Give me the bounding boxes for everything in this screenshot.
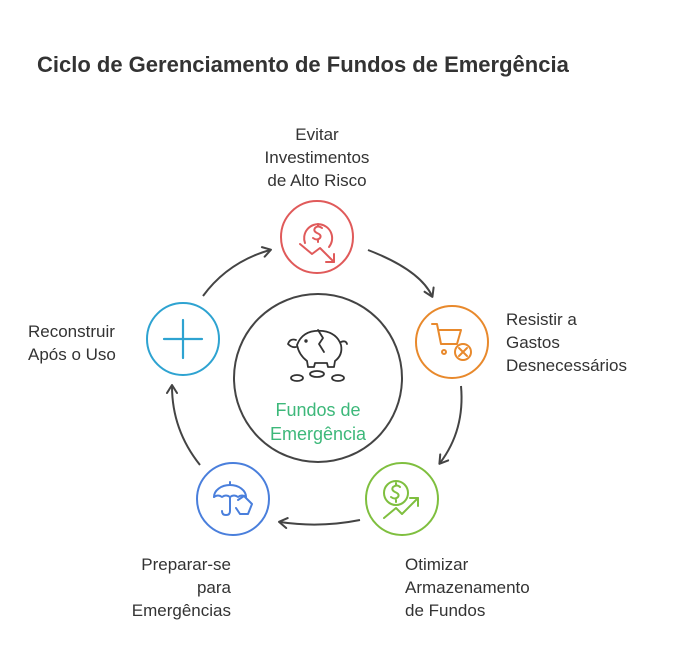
center-label-line-2: Emergência (270, 424, 367, 444)
cart-cancel-icon (431, 323, 472, 361)
label-prepare: Preparar-se para Emergências (100, 553, 231, 622)
node-resist (415, 305, 489, 379)
arrow-rebuild-to-avoid (202, 246, 272, 297)
arrow-optimize-to-prepare (278, 517, 361, 529)
label-prepare-line-3: Emergências (131, 601, 231, 620)
arrow-avoid-to-resist (367, 249, 435, 298)
piggy-bank-icon (287, 329, 348, 382)
node-rebuild (146, 302, 220, 376)
node-prepare (196, 462, 270, 536)
node-avoid (280, 200, 354, 274)
label-resist-line-1: Resistir a (506, 310, 577, 329)
label-rebuild-line-2: Após o Uso (28, 345, 116, 364)
label-optimize-line-1: Otimizar (405, 555, 469, 574)
label-rebuild: Reconstruir Após o Uso (28, 320, 116, 366)
label-prepare-line-2: para (196, 578, 231, 597)
label-resist-line-2: Gastos (506, 333, 560, 352)
coin-up-arrow-icon (383, 480, 419, 519)
arrow-prepare-to-rebuild (166, 384, 201, 466)
label-avoid-line-3: de Alto Risco (267, 171, 367, 190)
label-optimize-line-2: Armazenamento (405, 578, 530, 597)
center-circle (233, 293, 403, 463)
coin-down-arrow-icon (299, 223, 335, 263)
label-optimize: Otimizar Armazenamento de Fundos (405, 553, 530, 622)
label-rebuild-line-1: Reconstruir (28, 322, 115, 341)
umbrella-hand-icon (213, 481, 253, 516)
label-optimize-line-3: de Fundos (405, 601, 486, 620)
label-resist: Resistir a Gastos Desnecessários (506, 308, 627, 377)
label-prepare-line-1: Preparar-se (141, 555, 231, 574)
label-avoid-line-2: Investimentos (264, 148, 370, 167)
page-title: Ciclo de Gerenciamento de Fundos de Emer… (37, 52, 569, 77)
label-avoid-line-1: Evitar (295, 125, 339, 144)
plus-icon (162, 318, 204, 360)
arrow-resist-to-optimize (438, 385, 463, 465)
label-resist-line-3: Desnecessários (506, 356, 627, 375)
center-label-line-1: Fundos de (275, 400, 360, 420)
node-optimize (365, 462, 439, 536)
label-avoid: Evitar Investimentos de Alto Risco (252, 123, 382, 192)
